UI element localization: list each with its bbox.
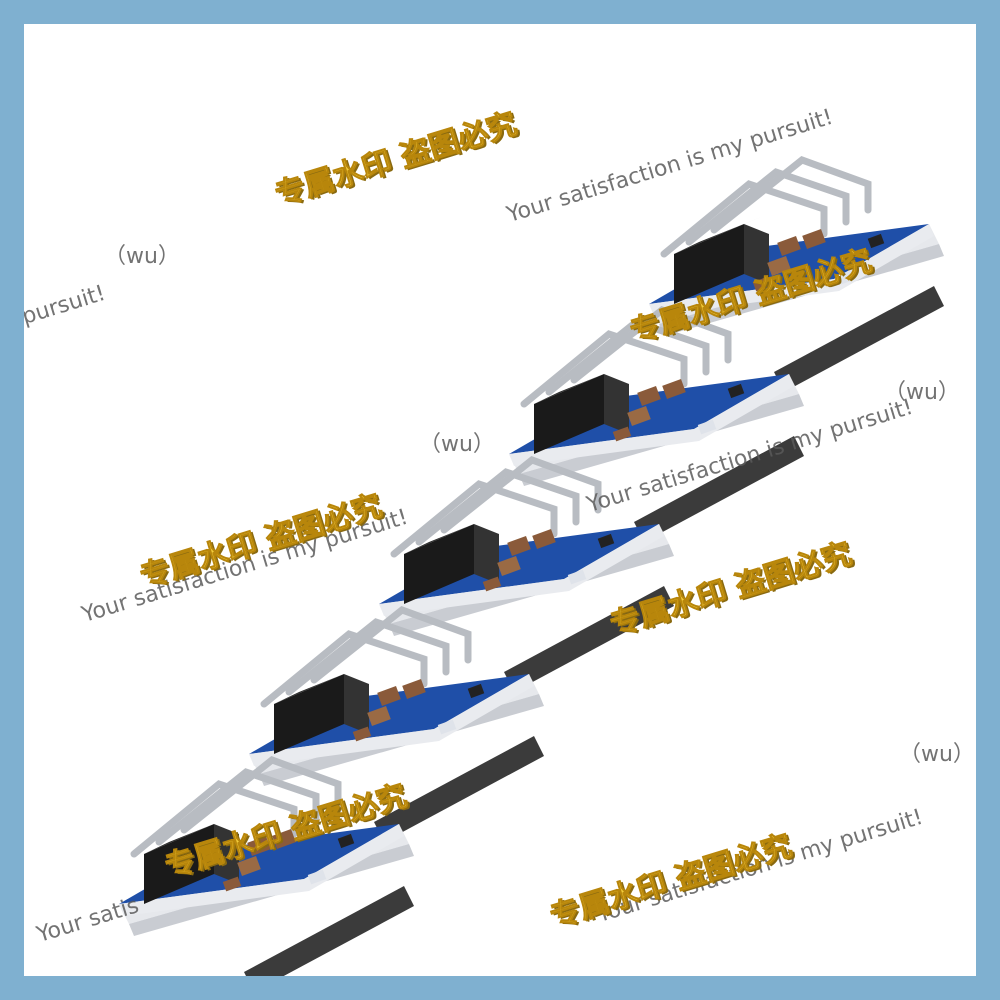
regulator-module-1 xyxy=(649,160,944,392)
product-photo xyxy=(24,24,976,976)
regulator-module-5 xyxy=(119,760,414,976)
